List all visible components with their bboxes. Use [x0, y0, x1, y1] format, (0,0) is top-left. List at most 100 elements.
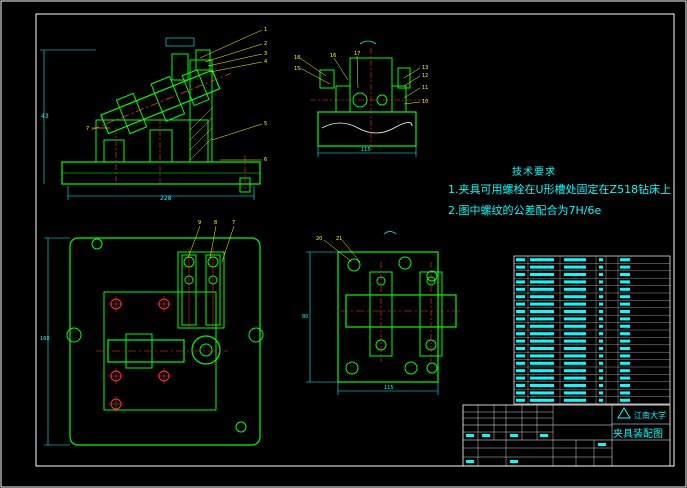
front-callout-2: 2 — [264, 41, 267, 47]
parts-list-cell — [516, 376, 525, 380]
side-callout-11: 11 — [422, 85, 428, 91]
parts-list-cell — [564, 391, 586, 395]
detail-callout-20: 20 — [316, 236, 322, 242]
parts-list-cell — [564, 302, 586, 306]
parts-list-cell — [564, 295, 586, 299]
parts-list-cell — [564, 376, 586, 380]
plan-view: 160 9 8 7 — [40, 220, 264, 446]
plan-callout-8: 8 — [214, 220, 217, 226]
parts-list-cell — [530, 354, 554, 358]
detail-callout-21: 21 — [336, 236, 342, 242]
parts-list-cell — [530, 398, 554, 402]
parts-list-cell — [530, 339, 554, 343]
parts-list-cell — [620, 280, 630, 284]
parts-list-cell — [516, 287, 525, 291]
parts-list-cell — [564, 398, 586, 402]
title-block: 江南大学 夹具装配图 — [462, 404, 671, 467]
side-callout-16: 16 — [330, 53, 336, 59]
parts-list-cell — [530, 332, 554, 336]
parts-list-cell — [599, 391, 603, 395]
parts-list-cell — [516, 347, 525, 350]
side-callout-15: 15 — [294, 66, 300, 72]
parts-list-cell — [620, 273, 630, 276]
side-callout-18: 18 — [294, 55, 300, 61]
side-callout-17: 17 — [354, 51, 360, 57]
parts-list-cell — [564, 317, 586, 321]
parts-list-cell — [564, 354, 586, 358]
parts-list-cell — [620, 361, 630, 365]
parts-list-cell — [516, 339, 525, 343]
detail-height-dim: 80 — [302, 314, 308, 320]
parts-list-cell — [530, 324, 554, 328]
parts-list-cell — [516, 354, 525, 358]
parts-list-cell — [516, 332, 525, 336]
parts-list-cell — [620, 347, 630, 350]
parts-list-cell — [620, 324, 630, 328]
parts-list-cell — [516, 391, 525, 395]
parts-list-cell — [620, 310, 630, 313]
side-callout-10: 10 — [422, 99, 428, 105]
side-callout-12: 12 — [422, 73, 428, 79]
parts-list-cell — [516, 310, 525, 313]
front-view: 228 43 1 2 3 4 5 6 7 — [40, 27, 267, 202]
parts-list-cell — [564, 369, 586, 373]
parts-list-cell — [599, 273, 603, 276]
front-callout-7: 7 — [86, 126, 89, 132]
parts-list-cell — [516, 295, 525, 299]
detail-view: 115 80 20 21 — [302, 231, 462, 395]
parts-list-cell — [530, 273, 554, 276]
parts-list-cell — [530, 287, 554, 291]
parts-list-cell — [620, 376, 630, 380]
front-callout-6: 6 — [264, 157, 267, 163]
parts-list-cell — [516, 317, 525, 321]
parts-list-cell — [599, 280, 603, 284]
parts-list-cell — [516, 302, 525, 306]
parts-list-cell — [564, 384, 586, 387]
parts-list-cell — [516, 273, 525, 276]
parts-list-cell — [599, 384, 603, 387]
parts-list-cell — [599, 302, 603, 306]
parts-list-cell — [516, 361, 525, 365]
parts-list-cell — [599, 361, 603, 365]
university-name: 江南大学 — [634, 410, 666, 420]
parts-list-cell — [599, 287, 603, 291]
front-callout-4: 4 — [264, 59, 267, 65]
parts-list-cell — [620, 332, 630, 336]
parts-list-cell — [599, 347, 603, 350]
parts-list-cell — [620, 295, 630, 299]
parts-list — [513, 255, 671, 405]
parts-list-cell — [620, 258, 630, 262]
plan-callout-7: 7 — [232, 220, 235, 226]
parts-list-cell — [564, 361, 586, 365]
parts-list-cell — [530, 295, 554, 299]
parts-list-cell — [599, 354, 603, 358]
front-width-dim: 228 — [160, 195, 172, 202]
parts-list-cell — [564, 287, 586, 291]
detail-width-dim: 115 — [384, 385, 394, 391]
front-callout-3: 3 — [264, 51, 267, 57]
parts-list-cell — [530, 369, 554, 373]
parts-list-cell — [564, 265, 586, 269]
parts-list-cell — [599, 324, 603, 328]
parts-list-cell — [516, 258, 525, 262]
parts-list-cell — [530, 265, 554, 269]
parts-list-cell — [599, 398, 603, 402]
parts-list-cell — [599, 376, 603, 380]
parts-list-cell — [599, 258, 603, 262]
parts-list-cell — [530, 317, 554, 321]
parts-list-cell — [516, 398, 525, 402]
side-width-dim: 115 — [361, 147, 371, 153]
plan-height-dim: 160 — [40, 336, 50, 342]
parts-list-cell — [620, 354, 630, 358]
parts-list-cell — [530, 347, 554, 350]
parts-list-cell — [564, 347, 586, 350]
parts-list-cell — [530, 361, 554, 365]
parts-list-cell — [599, 332, 603, 336]
parts-list-cell — [564, 339, 586, 343]
parts-list-cell — [620, 391, 630, 395]
side-view: 115 18 15 16 17 13 12 11 10 — [294, 40, 428, 157]
parts-list-cell — [599, 265, 603, 269]
parts-list-cell — [530, 376, 554, 380]
